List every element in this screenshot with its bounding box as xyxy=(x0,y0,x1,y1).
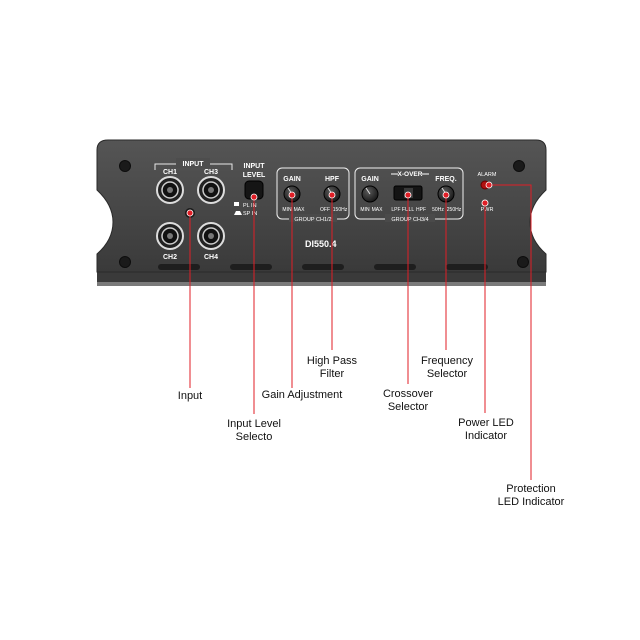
pointer-protection xyxy=(489,184,532,480)
freq-min-label: 50Hz xyxy=(432,207,444,213)
callout-hpf-line-1: High Pass xyxy=(306,355,358,367)
callout-hpf-line-2: Filter xyxy=(319,368,345,380)
xover-label: X-OVER xyxy=(398,171,423,178)
input-level-label-1: INPUT xyxy=(244,163,266,170)
callout-protection-led: Protection LED Indicator xyxy=(488,483,574,509)
callout-input-line-1: Input xyxy=(177,390,203,402)
callout-input-level-line-1: Input Level xyxy=(227,418,281,430)
screw-icon xyxy=(119,160,131,172)
gain-label: GAIN xyxy=(283,176,301,183)
hpf2-label: HPF xyxy=(416,207,426,213)
callout-frequency-line-2: Selector xyxy=(426,368,468,380)
callout-frequency-line-1: Frequency xyxy=(421,355,473,367)
vent-slot xyxy=(302,264,344,270)
callout-input: Input xyxy=(165,390,215,403)
callout-input-level-line-2: Selecto xyxy=(235,431,273,443)
amplifier-base-shadow xyxy=(97,282,546,286)
freq-label: FREQ. xyxy=(435,176,456,183)
callout-hpf: High Pass Filter xyxy=(300,355,364,381)
input-level-label-2: LEVEL xyxy=(243,172,266,179)
freq-max-label: 250Hz xyxy=(447,207,462,213)
gain2-min-label: MIN xyxy=(360,207,370,213)
vent-slot xyxy=(230,264,272,270)
group-ch34-label-bg xyxy=(385,214,435,222)
rca-jack-ch2[interactable] xyxy=(156,222,184,250)
gain2-label: GAIN xyxy=(361,176,379,183)
screws xyxy=(119,160,529,268)
ch1-label: CH1 xyxy=(163,169,177,176)
spin-icon xyxy=(234,211,242,215)
ch4-label: CH4 xyxy=(204,254,218,261)
vent-slot xyxy=(374,264,416,270)
hpf-off-label: OFF xyxy=(320,207,330,213)
callout-crossover-line-2: Selector xyxy=(387,401,429,413)
hpf-max-label: 150Hz xyxy=(333,207,348,213)
gain-min-label: MIN xyxy=(282,207,292,213)
pointer-dots xyxy=(186,181,493,217)
callout-power-led-line-1: Power LED xyxy=(458,417,514,429)
gain-max-label: MAX xyxy=(294,207,306,213)
lpf-label: LPF xyxy=(391,207,400,213)
callout-gain-line-1: Gain Adjustment xyxy=(261,389,343,401)
ch3-label: CH3 xyxy=(204,169,218,176)
front-panel xyxy=(96,139,547,273)
callout-gain: Gain Adjustment xyxy=(252,389,352,402)
alarm-label: ALARM xyxy=(478,172,497,178)
callout-input-level: Input Level Selecto xyxy=(219,418,289,444)
vent-slot xyxy=(446,264,488,270)
callout-crossover: Crossover Selector xyxy=(373,388,443,414)
callout-power-led: Power LED Indicator xyxy=(450,417,522,443)
callout-protection-led-line-2: LED Indicator xyxy=(497,496,565,508)
callout-frequency: Frequency Selector xyxy=(412,355,482,381)
group-ch12-label-bg xyxy=(289,214,337,222)
vent-slot xyxy=(158,264,200,270)
screw-icon xyxy=(517,256,529,268)
pointer-lines xyxy=(189,184,532,480)
plin-icon xyxy=(234,202,239,206)
input-title-bg xyxy=(176,158,210,168)
input-title: INPUT xyxy=(183,161,205,168)
gain2-knob[interactable] xyxy=(361,185,379,203)
ch2-label: CH2 xyxy=(163,254,177,261)
rca-jack-ch3[interactable] xyxy=(197,176,225,204)
screw-icon xyxy=(513,160,525,172)
pwr-label: PWR xyxy=(481,207,494,213)
group-ch34-label: GROUP CH3/4 xyxy=(391,217,428,223)
amplifier-base xyxy=(97,272,546,284)
rca-jack-ch4[interactable] xyxy=(197,222,225,250)
callout-crossover-line-1: Crossover xyxy=(382,388,434,400)
plin-label: PL IN xyxy=(243,203,257,209)
callout-protection-led-line-1: Protection xyxy=(506,483,556,495)
vent-slots xyxy=(158,264,488,270)
callout-power-led-line-2: Indicator xyxy=(464,430,508,442)
gain2-max-label: MAX xyxy=(372,207,384,213)
spin-label: SP IN xyxy=(243,211,257,217)
screw-icon xyxy=(119,256,131,268)
rca-jack-ch1[interactable] xyxy=(156,176,184,204)
hpf-label: HPF xyxy=(325,176,340,183)
group-ch12-label: GROUP CH1/2 xyxy=(294,217,331,223)
model-name: DI550.4 xyxy=(305,239,337,249)
